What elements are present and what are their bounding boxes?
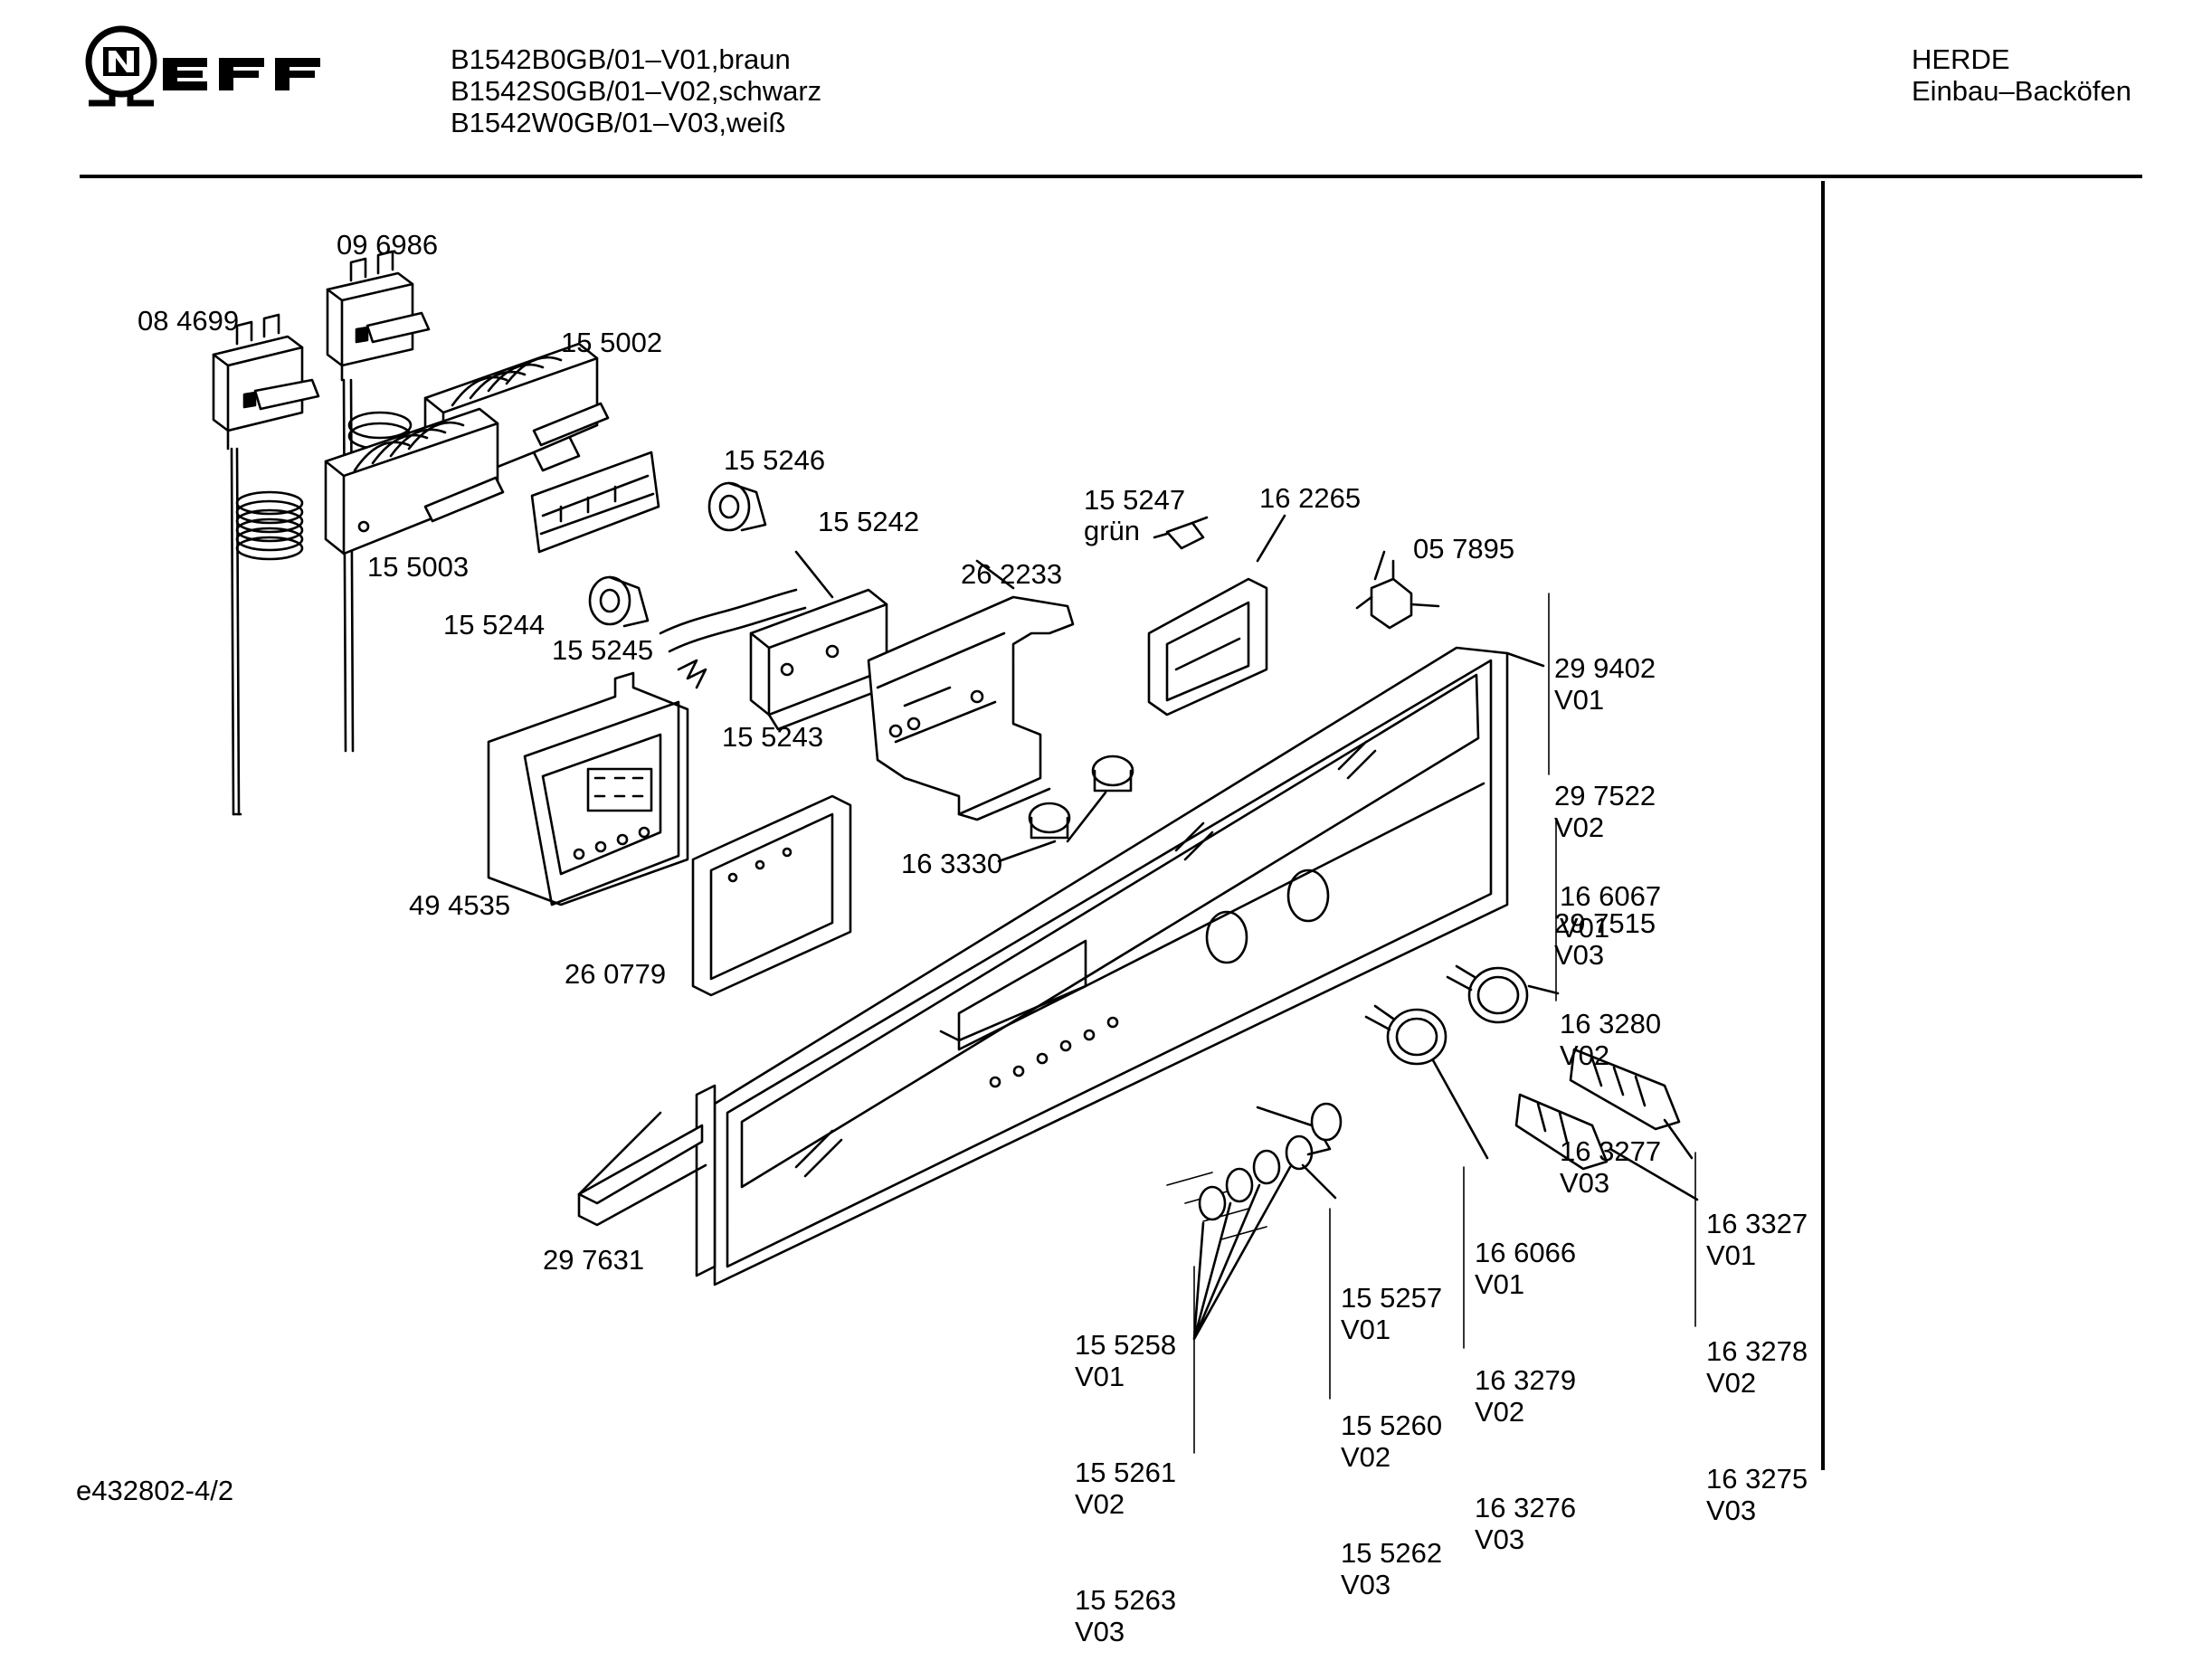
knob-166066	[1364, 1004, 1447, 1066]
label-096986: 09 6986	[337, 229, 439, 261]
label-155242: 15 5242	[818, 506, 920, 537]
connector-163330	[1028, 755, 1134, 840]
label-494535: 49 4535	[409, 889, 511, 921]
label-155246: 15 5246	[724, 444, 826, 476]
control-panel-299402	[695, 646, 1509, 1286]
label-155243: 15 5243	[722, 721, 824, 753]
drawing-id: e432802-4/2	[76, 1475, 234, 1506]
display-frame-260779	[691, 794, 852, 997]
leader-lines	[577, 514, 1699, 1341]
switch-057895	[1355, 559, 1440, 630]
sleeve-155246	[707, 481, 767, 532]
bracket-155244	[530, 451, 660, 554]
frame-262233	[867, 595, 1075, 821]
trim-strip-297631	[577, 1124, 707, 1227]
label-163330: 16 3330	[901, 848, 1003, 879]
sleeve-155245	[588, 575, 650, 628]
shaft-163327	[1514, 1048, 1681, 1171]
subcategory-title: Einbau–Backöfen	[1912, 75, 2132, 107]
label-057895: 05 7895	[1413, 533, 1515, 565]
label-155245: 15 5245	[552, 634, 654, 666]
label-162265: 16 2265	[1259, 482, 1362, 514]
lamp-155247	[1153, 516, 1209, 550]
buttons-155258	[1166, 1106, 1332, 1240]
model-line-2: B1542S0GB/01–V02,schwarz	[451, 75, 822, 107]
knob-166067	[1446, 964, 1529, 1024]
exploded-parts-diagram	[212, 250, 1699, 1454]
window-frame-162265	[1147, 577, 1268, 717]
category-title: HERDE	[1912, 43, 2010, 75]
label-084699: 08 4699	[138, 305, 240, 337]
label-155247-colour: grün	[1084, 515, 1141, 546]
switch-155003	[324, 407, 505, 555]
label-262233: 26 2233	[961, 558, 1063, 590]
button-cap-155257	[1310, 1102, 1343, 1142]
label-155247: 15 5247	[1084, 484, 1186, 516]
label-260779: 26 0779	[565, 958, 667, 990]
thermostat-096986	[326, 250, 431, 753]
thermostat-084699	[212, 313, 320, 816]
right-margin-rule	[1821, 181, 1825, 1470]
spring-155242	[659, 588, 807, 689]
model-line-1: B1542B0GB/01–V01,braun	[451, 43, 791, 75]
bracket-155243	[749, 588, 888, 731]
label-155244: 15 5244	[443, 609, 546, 641]
model-line-3: B1542W0GB/01–V03,weiß	[451, 107, 786, 138]
neff-logo	[76, 20, 338, 110]
clock-module-494535	[487, 671, 689, 906]
label-297631: 29 7631	[543, 1244, 645, 1276]
label-155002: 15 5002	[561, 327, 663, 358]
label-155003: 15 5003	[367, 551, 470, 583]
header-rule	[80, 175, 2142, 178]
